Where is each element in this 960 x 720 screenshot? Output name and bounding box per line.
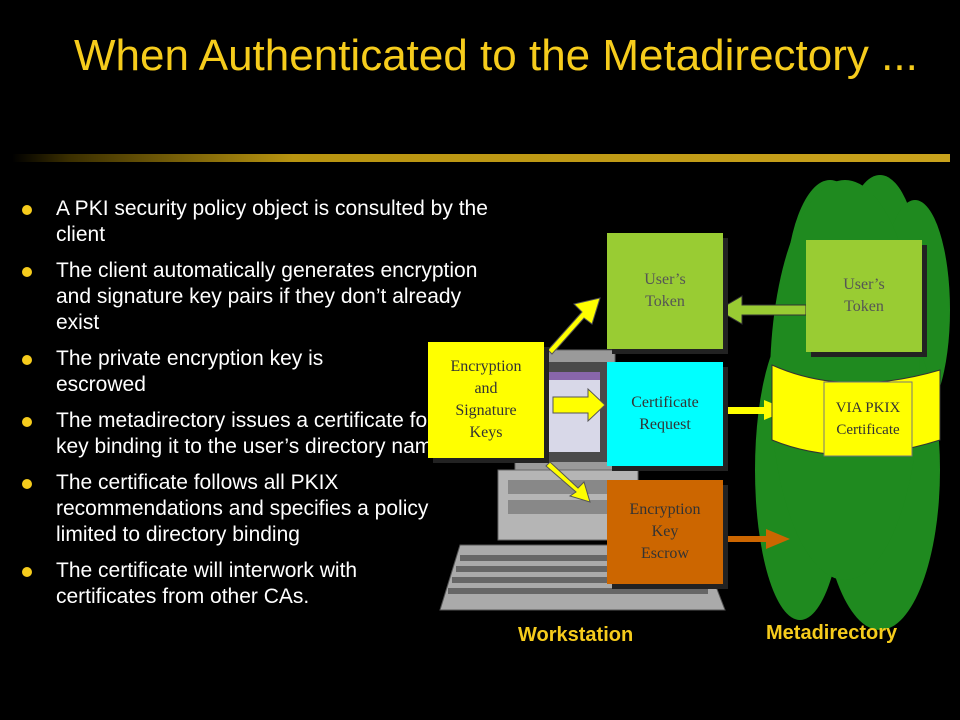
bullet-item: A PKI security policy object is consulte…	[20, 196, 500, 248]
pkix-banner-icon	[771, 364, 941, 457]
encryption-key-escrow-box: Encryption Key Escrow	[607, 480, 723, 584]
bullet-item: The private encryption key is escrowed	[20, 346, 396, 398]
encryption-signature-keys-box: Encryption and Signature Keys	[428, 342, 544, 458]
bullet-list: A PKI security policy object is consulte…	[20, 196, 500, 620]
certificate-request-box: Certificate Request	[607, 362, 723, 466]
arrow-icon	[552, 387, 606, 423]
bullet-item: The certificate follows all PKIX recomme…	[20, 470, 486, 548]
bullet-dot-icon	[22, 205, 32, 215]
workstation-token-box: User’s Token	[607, 233, 723, 349]
bullet-dot-icon	[22, 479, 32, 489]
via-pkix-certificate-label: VIA PKIX Certificate	[835, 400, 901, 438]
arrow-icon	[547, 297, 601, 355]
bullet-dot-icon	[22, 355, 32, 365]
metadirectory-label: Metadirectory	[766, 622, 898, 644]
bullet-dot-icon	[22, 267, 32, 277]
bullet-item: The certificate will interwork with cert…	[20, 558, 456, 610]
metadirectory-token-box: User’s Token	[806, 240, 922, 352]
arrow-icon	[716, 529, 790, 549]
bullet-item: The client automatically generates encry…	[20, 258, 500, 336]
bullet-dot-icon	[22, 567, 32, 577]
arrow-icon	[545, 461, 591, 503]
bullet-dot-icon	[22, 417, 32, 427]
slide-title: When Authenticated to the Metadirectory …	[74, 31, 918, 80]
bullet-item: The metadirectory issues a certificate f…	[20, 408, 506, 460]
arrow-icon	[717, 295, 807, 325]
workstation-label: Workstation	[518, 624, 634, 646]
title-underline	[12, 154, 950, 162]
